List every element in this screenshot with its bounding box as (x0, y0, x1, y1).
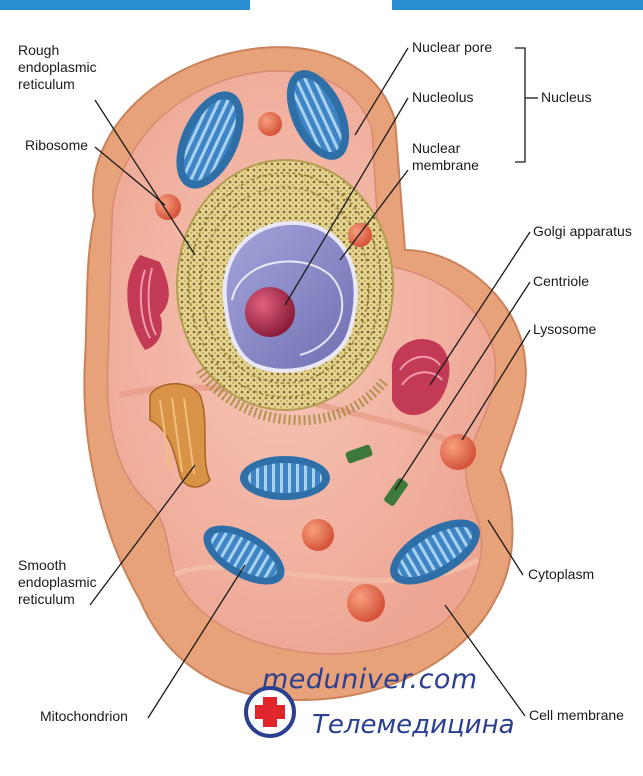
watermark-subtitle: Телемедицина (312, 710, 515, 740)
label-smooth-er: Smooth endoplasmic reticulum (18, 557, 97, 608)
label-mitochondrion: Mitochondrion (40, 708, 128, 725)
label-lysosome: Lysosome (533, 321, 596, 338)
label-golgi-apparatus: Golgi apparatus (533, 223, 632, 240)
label-centriole: Centriole (533, 273, 589, 290)
nucleolus-shape (245, 287, 295, 337)
mitochondrion-3 (240, 456, 330, 500)
lysosome-sphere-1 (258, 112, 282, 136)
label-nucleolus: Nucleolus (412, 89, 473, 106)
watermark-logo (246, 688, 294, 736)
label-cytoplasm: Cytoplasm (528, 566, 594, 583)
lysosome-sphere-3 (348, 223, 372, 247)
lysosome-sphere-4 (440, 434, 476, 470)
label-nuclear-pore: Nuclear pore (412, 39, 492, 56)
watermark-site: meduniver.com (262, 664, 478, 695)
lysosome-sphere-6 (347, 584, 385, 622)
lysosome-sphere-5 (302, 519, 334, 551)
label-nuclear-membrane: Nuclear membrane (412, 140, 479, 174)
label-cell-membrane: Cell membrane (529, 707, 624, 724)
label-ribosome: Ribosome (25, 137, 88, 154)
label-nucleus: Nucleus (541, 89, 592, 106)
label-rough-er: Rough endoplasmic reticulum (18, 42, 97, 93)
